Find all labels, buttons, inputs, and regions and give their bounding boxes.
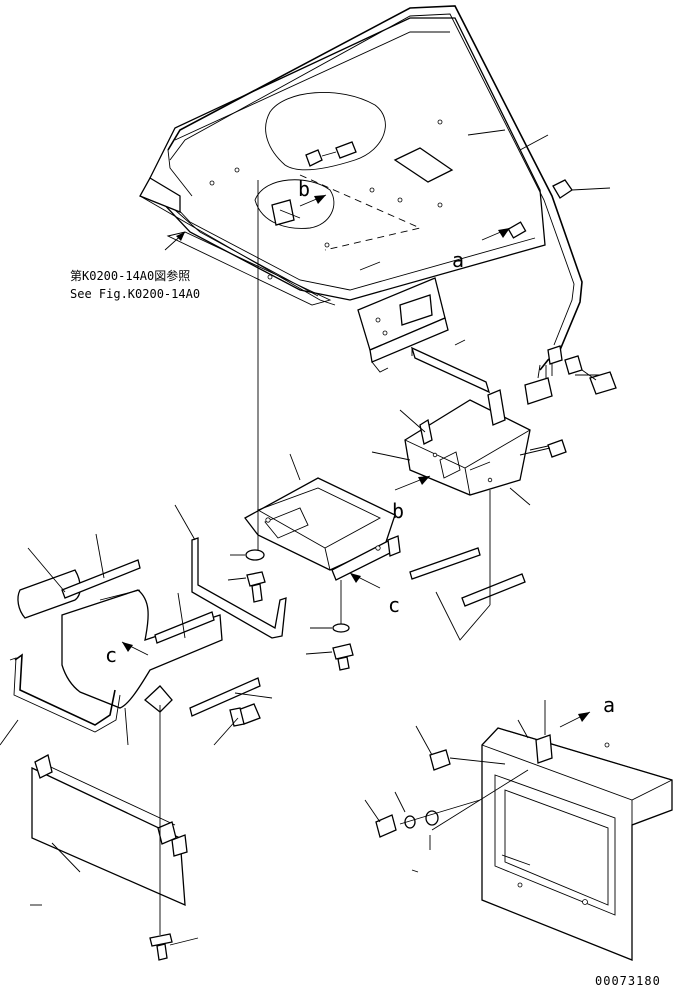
top-cover-panel — [139, 17, 546, 306]
reference-note: 第K0200-14A0図参照 See Fig.K0200-14A0 — [70, 268, 200, 301]
bottom-panel — [31, 705, 199, 961]
view-b-lower: b — [392, 475, 431, 523]
reference-note-en: See Fig.K0200-14A0 — [70, 287, 200, 301]
view-b-upper: b — [298, 177, 327, 207]
wiring-harness — [167, 5, 583, 405]
nut-washer — [552, 179, 617, 395]
controller-box — [404, 389, 567, 496]
view-label-b-upper: b — [298, 177, 310, 201]
mounting-tray — [244, 477, 401, 581]
reference-arrow — [164, 231, 186, 251]
drawing-number: 00073180 — [595, 974, 661, 988]
view-c-right: c — [349, 572, 400, 617]
access-door — [375, 700, 673, 961]
view-label-c-right: c — [388, 593, 400, 617]
view-label-a-lower: a — [603, 693, 615, 717]
detail-bubble — [254, 91, 386, 229]
view-c-left: c — [105, 641, 149, 667]
reference-note-jp: 第K0200-14A0図参照 — [70, 268, 190, 283]
strap-bar — [410, 339, 491, 394]
callout-leaders-left — [0, 533, 273, 746]
mounting-bracket — [357, 277, 449, 373]
view-a-lower: a — [559, 693, 615, 728]
callout-leaders-box — [289, 409, 531, 506]
spacer-plates — [409, 490, 526, 641]
callout-leaders-bottom-right — [30, 719, 529, 906]
left-cover-assembly — [9, 559, 261, 733]
u-bar — [174, 504, 287, 639]
tray-fasteners — [227, 180, 354, 671]
view-a-upper: a — [452, 227, 511, 272]
view-label-c-left: c — [105, 643, 117, 667]
dashed-leader — [299, 174, 422, 251]
view-label-a-upper: a — [452, 248, 464, 272]
